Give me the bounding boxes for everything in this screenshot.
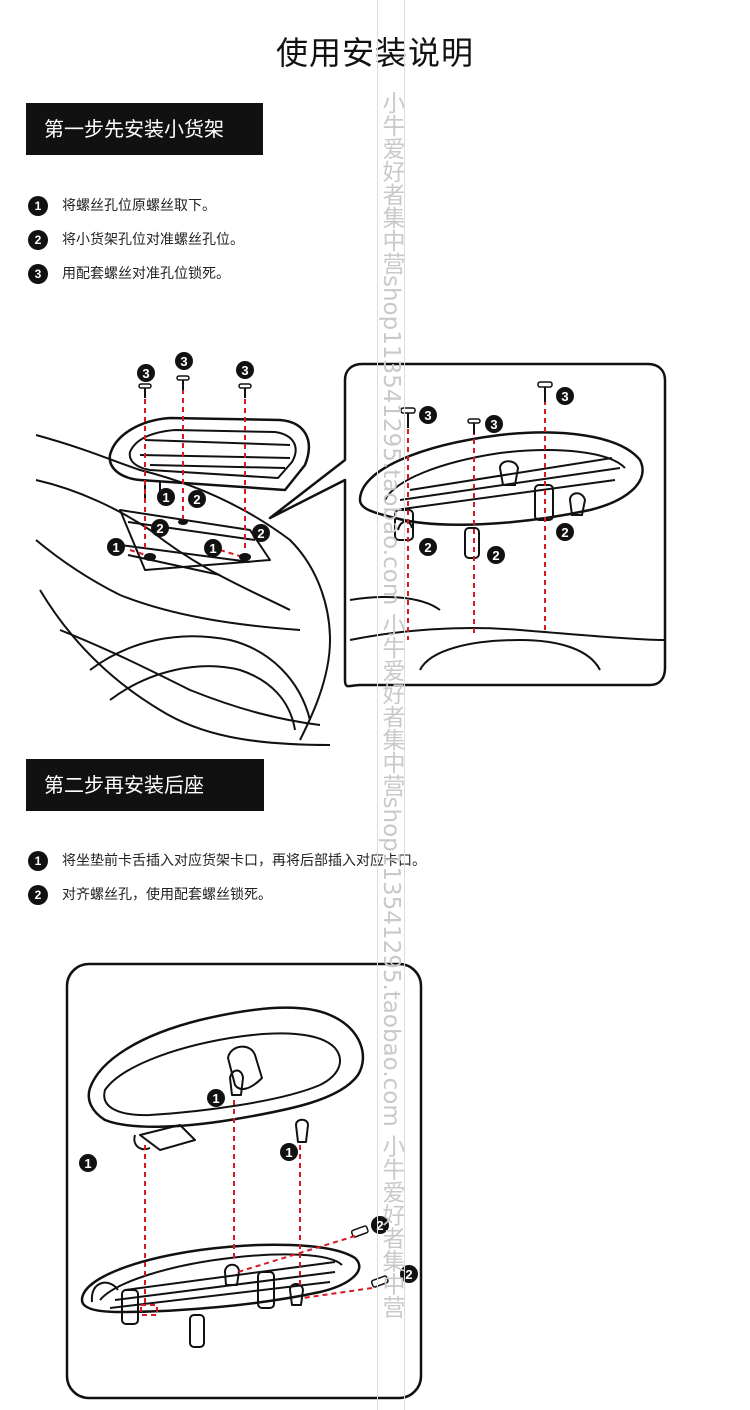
- step1-item: 3 用配套螺丝对准孔位锁死。: [28, 264, 244, 298]
- callout-3: 3: [424, 408, 431, 423]
- number-badge-icon: 2: [28, 230, 48, 250]
- callout-2: 2: [424, 540, 431, 555]
- step2-banner: 第二步再安装后座: [26, 759, 264, 811]
- callout-1: 1: [209, 541, 216, 556]
- callout-2: 2: [376, 1218, 383, 1233]
- step1-item-text: 将螺丝孔位原螺丝取下。: [62, 198, 216, 214]
- step2-instructions: 1 将坐垫前卡舌插入对应货架卡口，再将后部插入对应卡口。 2 对齐螺丝孔，使用配…: [28, 851, 426, 919]
- step2-frame: [65, 962, 423, 1400]
- step1-item-text: 用配套螺丝对准孔位锁死。: [62, 266, 230, 282]
- callout-1: 1: [84, 1156, 91, 1171]
- step2-item: 1 将坐垫前卡舌插入对应货架卡口，再将后部插入对应卡口。: [28, 851, 426, 885]
- zoom-callout-markers: 3 3 3 2 2 2: [419, 387, 574, 564]
- step1-banner: 第一步先安装小货架: [26, 103, 263, 155]
- step2-item-text: 将坐垫前卡舌插入对应货架卡口，再将后部插入对应卡口。: [62, 853, 426, 869]
- callout-1: 1: [212, 1091, 219, 1106]
- callout-1: 1: [112, 540, 119, 555]
- number-badge-icon: 3: [28, 264, 48, 284]
- callout-3: 3: [561, 389, 568, 404]
- step2-callout-markers: 1 1 1 2 2: [79, 1089, 418, 1283]
- callout-3: 3: [241, 363, 248, 378]
- callout-3: 3: [142, 366, 149, 381]
- number-badge-icon: 1: [28, 196, 48, 216]
- step1-item: 2 将小货架孔位对准螺丝孔位。: [28, 230, 244, 264]
- callout-2: 2: [156, 521, 163, 536]
- step1-item: 1 将螺丝孔位原螺丝取下。: [28, 196, 244, 230]
- step1-rack-diagram: 3 3 3 1 2 2 2 1 1: [35, 352, 667, 746]
- page-title: 使用安装说明: [275, 34, 474, 72]
- callout-2: 2: [405, 1267, 412, 1282]
- step2-item: 2 对齐螺丝孔，使用配套螺丝锁死。: [28, 885, 426, 919]
- number-badge-icon: 2: [28, 885, 48, 905]
- callout-2: 2: [561, 525, 568, 540]
- callout-2: 2: [257, 526, 264, 541]
- step1-item-text: 将小货架孔位对准螺丝孔位。: [62, 232, 244, 248]
- step2-seat-diagram: 1 1 1 2 2: [65, 962, 423, 1400]
- step1-banner-label: 第一步先安装小货架: [44, 117, 224, 141]
- callout-2: 2: [492, 548, 499, 563]
- step2-item-text: 对齐螺丝孔，使用配套螺丝锁死。: [62, 887, 272, 903]
- callout-3: 3: [490, 417, 497, 432]
- callout-3: 3: [180, 354, 187, 369]
- callout-1: 1: [285, 1145, 292, 1160]
- step2-banner-label: 第二步再安装后座: [44, 773, 204, 797]
- number-badge-icon: 1: [28, 851, 48, 871]
- step1-callout-markers: 3 3 3 1 2 2 2 1 1: [107, 352, 270, 557]
- step1-instructions: 1 将螺丝孔位原螺丝取下。 2 将小货架孔位对准螺丝孔位。 3 用配套螺丝对准孔…: [28, 196, 244, 298]
- callout-2: 2: [193, 492, 200, 507]
- callout-1: 1: [162, 490, 169, 505]
